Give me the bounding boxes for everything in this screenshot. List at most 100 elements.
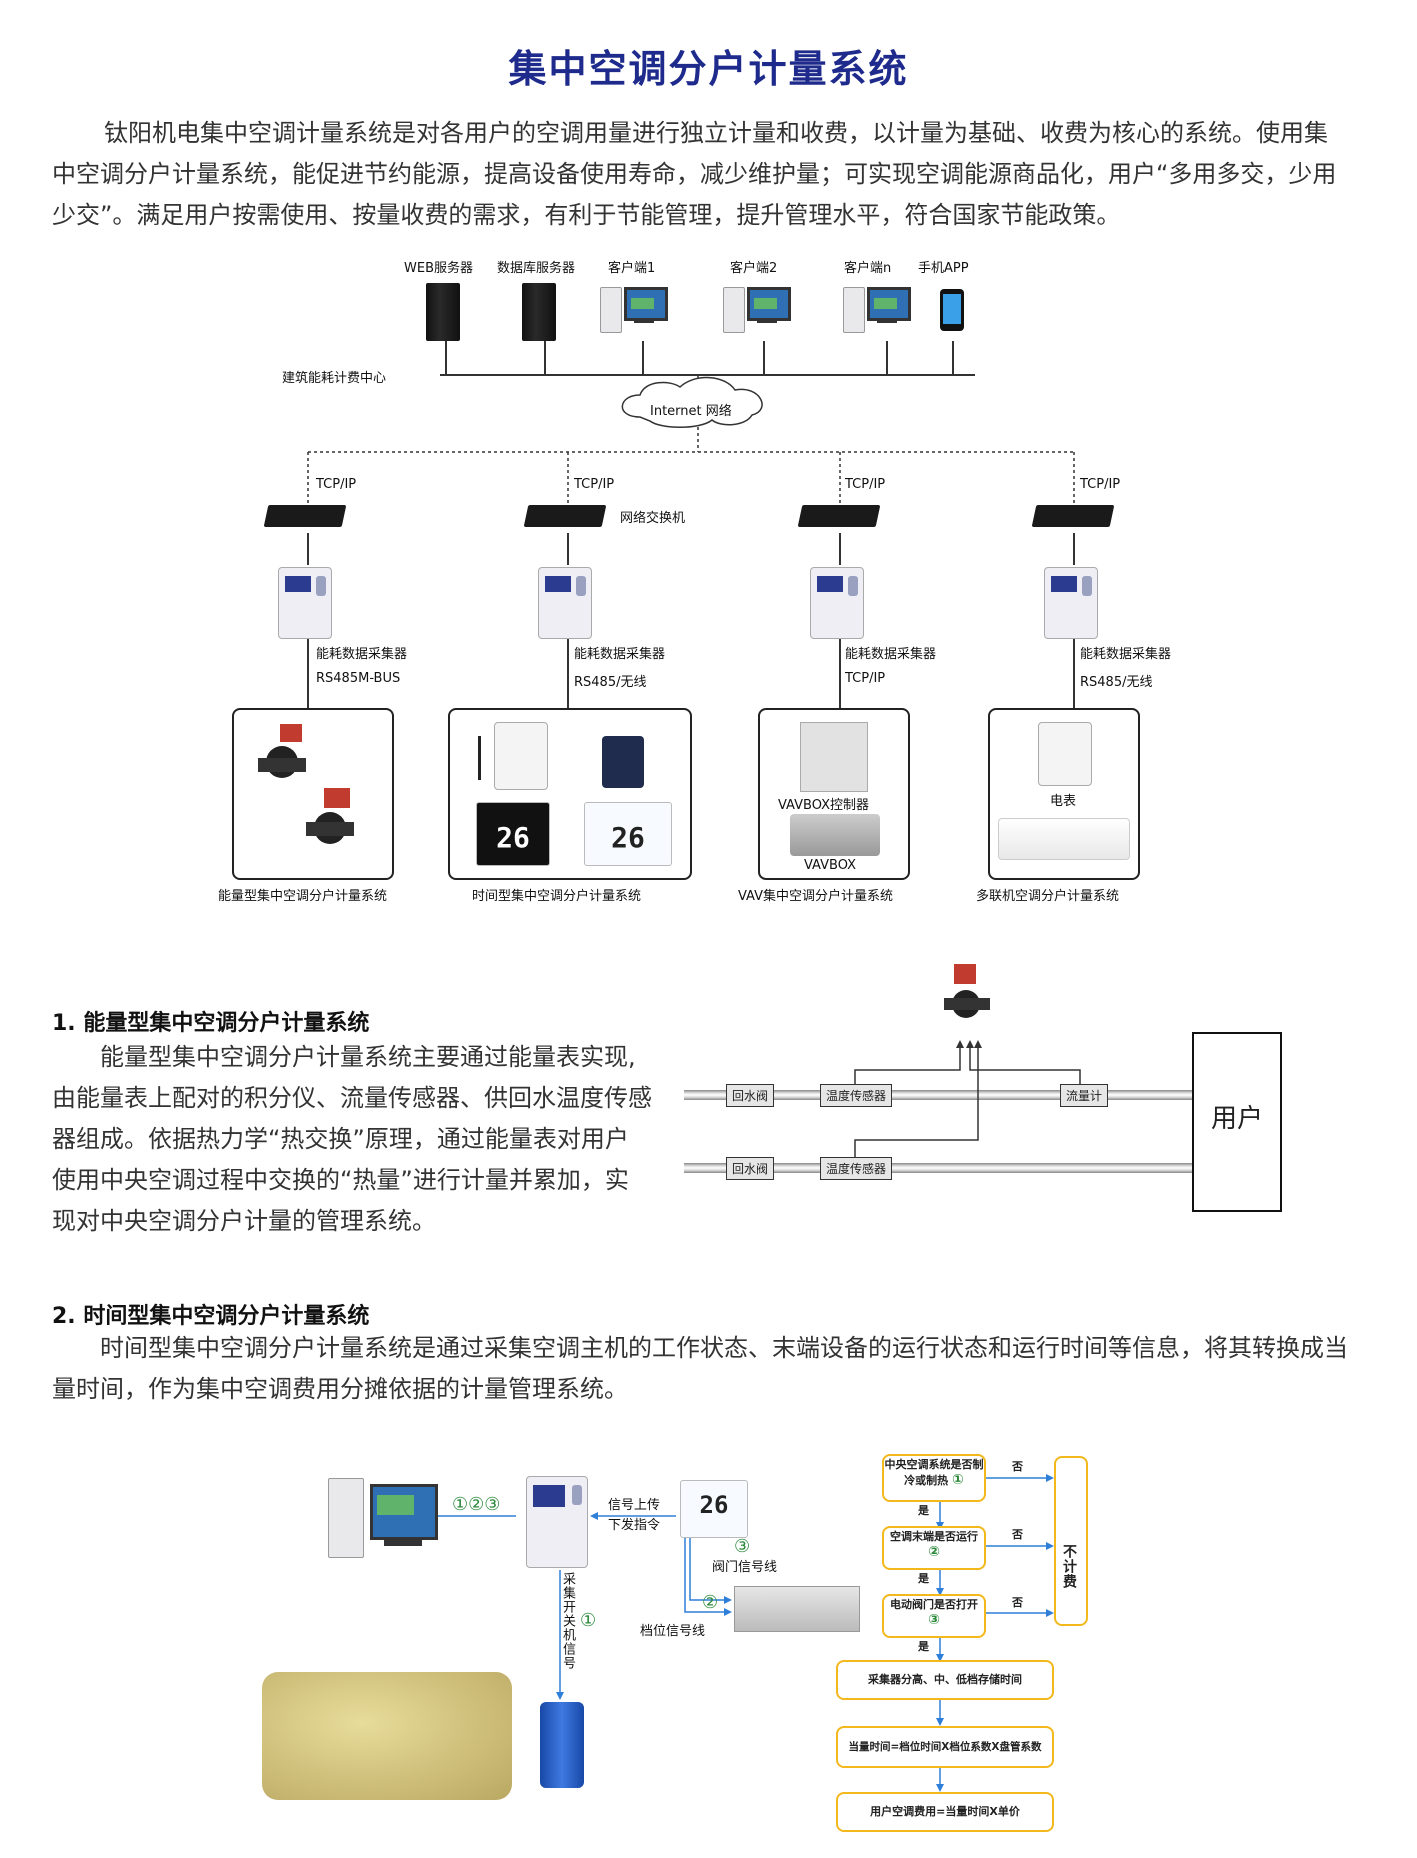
switch2-icon bbox=[523, 505, 607, 527]
device-label-clientn: 客户端n bbox=[844, 261, 892, 276]
time-collector-icon bbox=[526, 1476, 588, 1568]
branch4-protocol: TCP/IP bbox=[1080, 477, 1121, 492]
tag-return-valve-bottom: 回水阀 bbox=[726, 1157, 775, 1180]
switch3-icon bbox=[797, 505, 881, 527]
flow-yes-1: 是 bbox=[918, 1504, 929, 1517]
thermostat-white-temp: 26 bbox=[611, 821, 645, 854]
valve-line-label: 阀门信号线 bbox=[712, 1560, 778, 1575]
flow-question-2-text: 空调末端是否运行 bbox=[890, 1530, 978, 1543]
power-meter-icon bbox=[1038, 722, 1092, 786]
antenna-icon bbox=[478, 736, 481, 780]
vavbox-label: VAVBOX bbox=[804, 858, 857, 873]
vav-system-box: VAVBOX控制器 VAVBOX bbox=[758, 708, 910, 880]
vav-system-caption: VAV集中空调分户计量系统 bbox=[738, 889, 894, 904]
branch1-protocol: TCP/IP bbox=[316, 477, 357, 492]
bus3-label: TCP/IP bbox=[845, 671, 886, 686]
vrf-system-caption: 多联机空调分户计量系统 bbox=[976, 889, 1120, 904]
clientn-monitor-icon bbox=[867, 287, 911, 321]
client2-monitor-icon bbox=[747, 287, 791, 321]
host-stand-icon bbox=[384, 1540, 422, 1546]
user-box: 用户 bbox=[1192, 1032, 1282, 1212]
time-system-diagram: ①②③ 信号上传 下发指令 26 ③ 阀门信号线 ② 档位信号线 采集开关机信号… bbox=[0, 1440, 1417, 1850]
section1-heading: 1. 能量型集中空调分户计量系统 bbox=[52, 1011, 370, 1036]
gear-line-label: 档位信号线 bbox=[640, 1624, 706, 1639]
electric-meter-icon bbox=[494, 722, 548, 790]
return-pipe bbox=[684, 1163, 1192, 1173]
intro-paragraph: 钛阳机电集中空调计量系统是对各用户的空调用量进行独立计量和收费，以计量为基础、收… bbox=[52, 119, 1337, 229]
collector1-label: 能耗数据采集器 bbox=[316, 647, 408, 662]
client1-monitor-icon bbox=[624, 287, 668, 321]
tag-temp-sensor-bottom: 温度传感器 bbox=[820, 1157, 893, 1180]
energy-meter-small-icon bbox=[944, 964, 990, 1018]
thermostat-white-icon: 26 bbox=[584, 802, 672, 866]
signal-upload-label: 信号上传 bbox=[608, 1498, 661, 1513]
section1-body: 能量型集中空调分户计量系统主要通过能量表实现,由能量表上配对的积分仪、流量传感器… bbox=[52, 1043, 652, 1235]
device-label-client2: 客户端2 bbox=[730, 261, 778, 276]
client1-pc-icon bbox=[600, 287, 622, 333]
fan-coil-unit-icon bbox=[734, 1586, 860, 1632]
energy-flow-diagram: 回水阀 温度传感器 流量计 回水阀 温度传感器 用户 bbox=[680, 960, 1282, 1220]
mobile-phone-icon bbox=[940, 289, 964, 331]
flow-step-3: 用户空调费用=当量时间X单价 bbox=[836, 1792, 1054, 1832]
flow-question-2-num: ② bbox=[928, 1544, 940, 1560]
section2-heading: 2. 时间型集中空调分户计量系统 bbox=[52, 1304, 370, 1329]
thermostat-black-temp: 26 bbox=[496, 821, 530, 854]
flow-yes-3: 是 bbox=[918, 1640, 929, 1653]
network-lines bbox=[307, 341, 1075, 708]
time-system-caption: 时间型集中空调分户计量系统 bbox=[472, 889, 642, 904]
device-label-client1: 客户端1 bbox=[608, 261, 656, 276]
flow-question-1-num: ① bbox=[951, 1472, 964, 1488]
flow-no-3: 否 bbox=[1012, 1596, 1023, 1609]
flow-step-1: 采集器分高、中、低档存储时间 bbox=[836, 1660, 1054, 1700]
client2-pc-icon bbox=[723, 287, 745, 333]
vrf-system-box: 电表 bbox=[988, 708, 1140, 880]
switch1-icon bbox=[263, 505, 347, 527]
device-label-app: 手机APP bbox=[918, 261, 969, 276]
circled-all-label: ①②③ bbox=[452, 1494, 501, 1515]
flow-question-1: 中央空调系统是否制冷或制热 ① bbox=[882, 1454, 986, 1502]
circle-2-label: ② bbox=[702, 1592, 719, 1613]
client2-stand-icon bbox=[757, 319, 777, 323]
collector4-icon bbox=[1044, 567, 1098, 639]
energy-system-box bbox=[232, 708, 394, 880]
database-server-icon bbox=[522, 283, 556, 341]
wireless-module-icon bbox=[602, 736, 644, 788]
flow-question-3: 电动阀门是否打开 ③ bbox=[882, 1594, 986, 1638]
water-pump-icon bbox=[540, 1702, 584, 1788]
branch2-protocol: TCP/IP bbox=[574, 477, 615, 492]
clientn-pc-icon bbox=[843, 287, 865, 333]
flow-question-2: 空调末端是否运行 ② bbox=[882, 1526, 986, 1570]
switch4-icon bbox=[1031, 505, 1115, 527]
device-label-web: WEB服务器 bbox=[404, 261, 473, 276]
room-thermostat-icon: 26 bbox=[680, 1480, 748, 1538]
flow-not-charge: 不计费 bbox=[1054, 1456, 1088, 1626]
switch-label: 网络交换机 bbox=[620, 511, 686, 526]
energy-meter-icon bbox=[258, 724, 354, 844]
vavbox-controller-label: VAVBOX控制器 bbox=[778, 798, 870, 813]
collect-signal-label: 采集开关机信号 bbox=[560, 1572, 575, 1670]
time-system-box: 26 26 bbox=[448, 708, 692, 880]
flow-question-3-text: 电动阀门是否打开 bbox=[890, 1598, 978, 1611]
collector4-label: 能耗数据采集器 bbox=[1080, 647, 1172, 662]
circle-3-label: ③ bbox=[734, 1536, 751, 1557]
host-monitor-icon bbox=[370, 1484, 438, 1540]
chiller-icon bbox=[262, 1672, 512, 1800]
room-thermostat-temp: 26 bbox=[699, 1491, 729, 1519]
supply-pipe bbox=[684, 1090, 1192, 1100]
collector2-icon bbox=[538, 567, 592, 639]
flow-question-3-num: ③ bbox=[928, 1612, 940, 1628]
bus4-label: RS485/无线 bbox=[1080, 675, 1153, 690]
thermostat-black-icon: 26 bbox=[476, 802, 550, 866]
collector3-label: 能耗数据采集器 bbox=[845, 647, 937, 662]
command-down-label: 下发指令 bbox=[608, 1518, 661, 1533]
collector2-label: 能耗数据采集器 bbox=[574, 647, 666, 662]
web-server-icon bbox=[426, 283, 460, 341]
signal-lines bbox=[854, 1040, 1081, 1160]
host-pc-icon bbox=[328, 1478, 364, 1558]
bus1-label: RS485M-BUS bbox=[316, 671, 401, 686]
section2-body: 时间型集中空调分户计量系统是通过采集空调主机的工作状态、末端设备的运行状态和运行… bbox=[52, 1334, 1348, 1403]
clientn-stand-icon bbox=[877, 319, 897, 323]
tag-return-valve-top: 回水阀 bbox=[726, 1084, 775, 1107]
client1-stand-icon bbox=[634, 319, 654, 323]
tag-flow-meter: 流量计 bbox=[1060, 1084, 1109, 1107]
